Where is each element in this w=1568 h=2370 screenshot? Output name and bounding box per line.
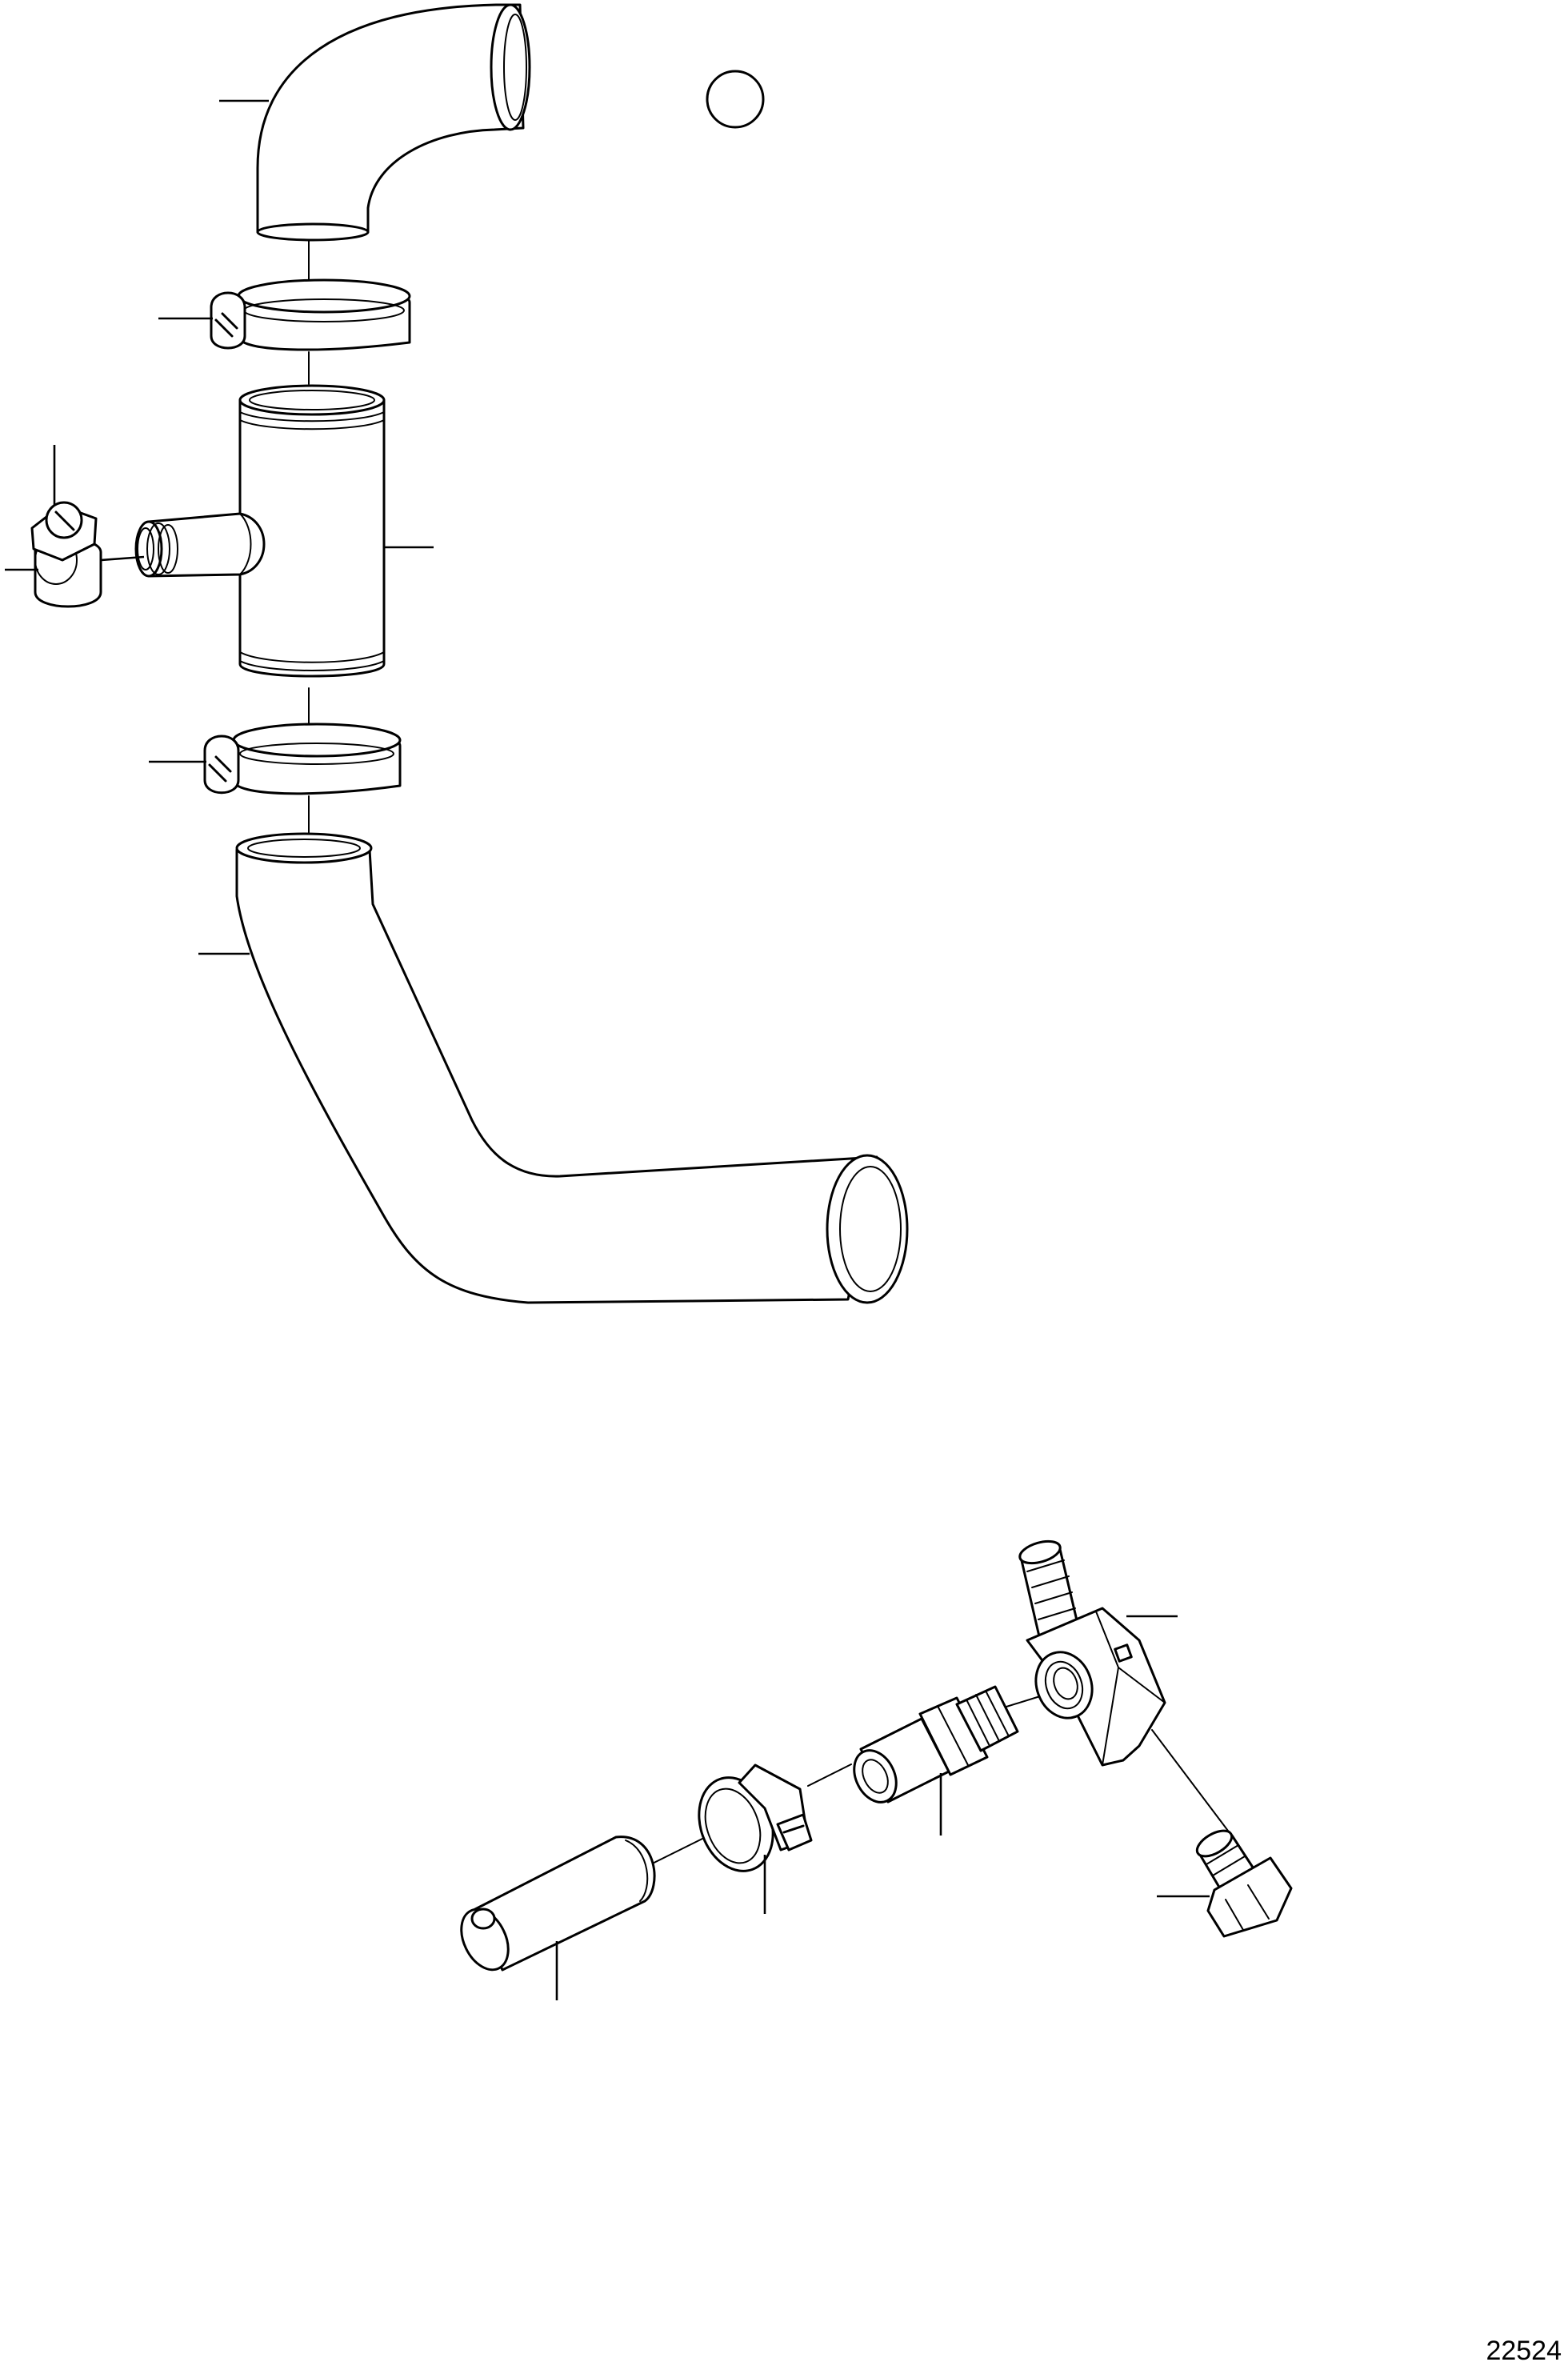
- short-hose: [460, 1836, 656, 1972]
- side-hose-clamp: [30, 501, 102, 608]
- callout-leader-lines: [5, 99, 1210, 2000]
- upper-elbow-hose: [256, 3, 531, 242]
- hose-nipple: [853, 1685, 1019, 1804]
- tee-pipe-fitting: [134, 384, 386, 678]
- middle-hose-clamp: [203, 723, 402, 795]
- lower-bent-hose: [235, 832, 909, 1304]
- upper-hose-clamp: [210, 278, 411, 351]
- tee-valve-body: [1018, 1539, 1166, 1767]
- small-hose-clamp: [698, 1763, 813, 1872]
- plug: [1195, 1829, 1293, 1938]
- figure-reference-number: 22524: [1486, 2336, 1562, 2366]
- reference-circle: [706, 70, 765, 129]
